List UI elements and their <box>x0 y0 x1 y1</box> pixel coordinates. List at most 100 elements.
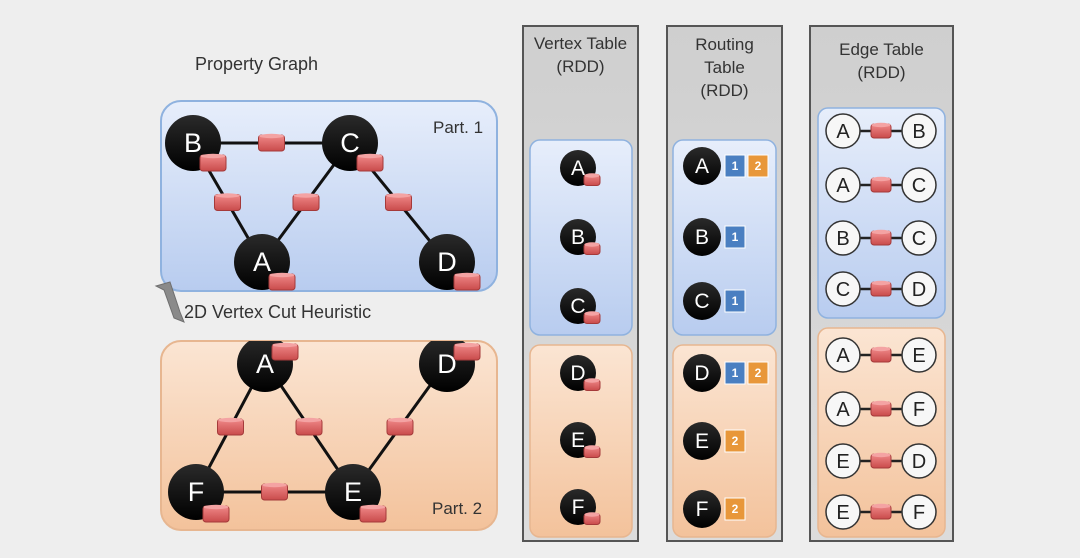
routing-vertex-a: A <box>683 147 721 185</box>
routing-table-title-line2: Table <box>704 58 745 77</box>
vertex-property-a-part2 <box>271 342 299 361</box>
edge-endpoint-a: A <box>825 167 861 203</box>
partition-badge-2: 2 <box>724 429 746 453</box>
cut-heuristic-label: 2D Vertex Cut Heuristic <box>184 302 371 322</box>
endpoint-label: B <box>912 121 925 143</box>
vertex-label: C <box>570 295 585 318</box>
edge-property <box>870 503 892 520</box>
edge-endpoint-d: D <box>901 271 937 307</box>
edge-property-a-f <box>217 417 244 436</box>
vertex-property-b-part1 <box>199 153 227 172</box>
vertex-label: C <box>694 290 709 313</box>
edge-endpoint-e: E <box>901 337 937 373</box>
edge-endpoint-a: A <box>825 113 861 149</box>
edge-property <box>870 400 892 417</box>
edge-property-e-d <box>386 417 414 436</box>
endpoint-label: B <box>836 228 849 250</box>
badge-label: 2 <box>732 434 739 448</box>
edge-property <box>870 229 892 246</box>
vertex-label: B <box>571 226 585 249</box>
edge-property <box>870 452 892 469</box>
routing-vertex-f: F <box>683 490 721 528</box>
endpoint-label: A <box>836 345 850 367</box>
edge-property-c-d <box>385 193 412 211</box>
badge-label: 1 <box>732 230 739 244</box>
edge-endpoint-c: C <box>901 167 937 203</box>
partition-badge-2: 2 <box>747 361 769 385</box>
partition-badge-2: 2 <box>747 154 769 178</box>
endpoint-label: E <box>836 502 849 524</box>
vertex-table-property-d <box>583 378 601 391</box>
vertex-property-d-part1 <box>453 272 481 291</box>
vertex-table-property-e <box>583 445 601 458</box>
badge-label: 2 <box>732 502 739 516</box>
badge-label: 1 <box>732 294 739 308</box>
endpoint-label: D <box>912 279 926 301</box>
vertex-label: A <box>256 349 274 379</box>
edge-property <box>870 176 892 193</box>
endpoint-label: C <box>912 228 926 250</box>
endpoint-label: E <box>912 345 925 367</box>
partition-2-box <box>160 340 498 531</box>
endpoint-label: A <box>836 399 850 421</box>
edge-property-f-e <box>261 482 288 501</box>
edge-endpoint-d: D <box>901 443 937 479</box>
badge-label: 2 <box>755 159 762 173</box>
edge-property <box>870 280 892 297</box>
vertex-table-property-f <box>583 512 601 525</box>
vertex-label: F <box>572 496 585 519</box>
edge-property-a-e <box>295 417 323 436</box>
vertex-label: B <box>695 226 709 249</box>
badge-label: 1 <box>732 159 739 173</box>
routing-vertex-b: B <box>683 218 721 256</box>
edge-endpoint-f: F <box>901 494 937 530</box>
part-1-label: Part. 1 <box>433 118 483 137</box>
routing-vertex-d: D <box>683 354 721 392</box>
vertex-label: A <box>253 247 271 277</box>
vertex-label: A <box>571 157 585 180</box>
edge-table-subtitle: (RDD) <box>857 63 905 82</box>
endpoint-label: C <box>912 175 926 197</box>
edge-endpoint-f: F <box>901 391 937 427</box>
edge-endpoint-a: A <box>825 391 861 427</box>
property-graph-title: Property Graph <box>195 54 318 74</box>
edge-property <box>870 346 892 363</box>
routing-vertex-e: E <box>683 422 721 460</box>
edge-table-title: Edge Table <box>839 40 924 59</box>
endpoint-label: A <box>836 175 850 197</box>
vertex-label: D <box>694 362 709 385</box>
edge-endpoint-b: B <box>901 113 937 149</box>
routing-table-subtitle: (RDD) <box>700 81 748 100</box>
endpoint-label: F <box>913 399 925 421</box>
vertex-property-f-part2 <box>202 504 230 523</box>
vertex-label: D <box>437 349 457 379</box>
edge-table-partition-1 <box>817 107 946 319</box>
vertex-table-property-b <box>583 242 601 255</box>
vertex-label: F <box>696 498 709 521</box>
partition-2-properties <box>202 342 481 523</box>
cut-heuristic-arrow <box>154 281 185 323</box>
vertex-label: D <box>570 362 585 385</box>
vertex-property-c-part1 <box>356 153 384 172</box>
endpoint-label: D <box>912 451 926 473</box>
vertex-table-title: Vertex Table <box>534 34 627 53</box>
vertex-table-property-a <box>583 173 601 186</box>
